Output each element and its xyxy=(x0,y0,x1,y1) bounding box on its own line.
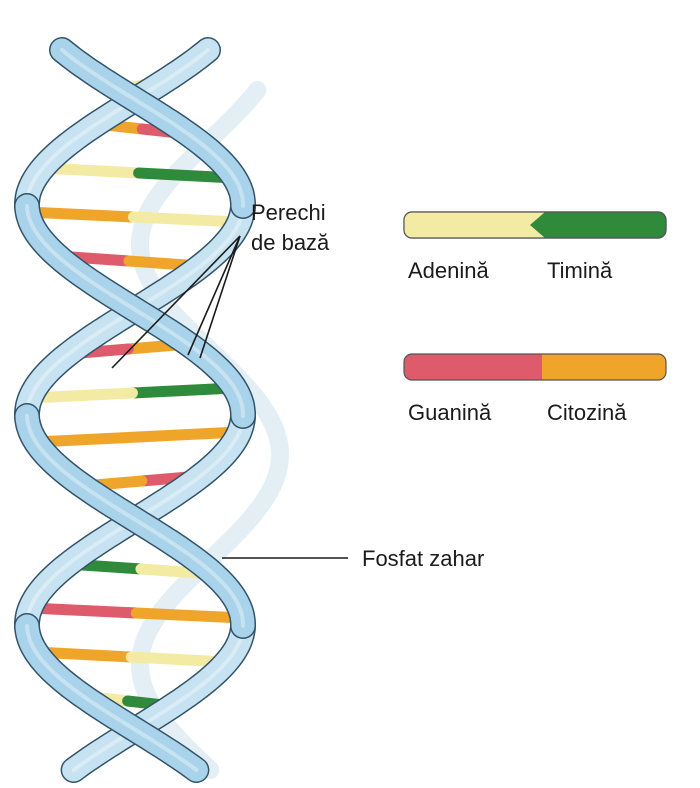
backbone-highlight xyxy=(60,48,245,208)
legend-adenine-label: Adenină xyxy=(408,258,489,283)
backbone-segment xyxy=(15,194,255,428)
backbone-segment xyxy=(15,404,255,638)
sugar-phosphate-backbone-front xyxy=(14,37,256,783)
base-pair-pointer-line xyxy=(111,235,241,369)
backbone-highlight xyxy=(25,48,210,208)
backbone-highlight xyxy=(25,204,245,418)
base-pair-half xyxy=(30,431,144,448)
legend-cytosine-label: Citozină xyxy=(547,400,627,425)
base-pair-pointer-line xyxy=(187,235,241,356)
base-pair-half xyxy=(128,211,245,228)
base-pair-half xyxy=(126,382,241,399)
sugar-phosphate-label: Fosfat zahar xyxy=(362,546,485,571)
backbone-highlight xyxy=(25,414,245,628)
backbone-segment xyxy=(50,38,255,218)
backbone-segment xyxy=(15,38,220,218)
base-pair-half xyxy=(130,607,248,624)
backbone-segment xyxy=(62,614,255,782)
legend-guanine-label: Guanină xyxy=(408,400,492,425)
legend-thymine-label: Timină xyxy=(547,258,613,283)
base-pairs xyxy=(22,74,248,712)
base-pair-pointer-line xyxy=(199,235,241,359)
base-pair-half xyxy=(132,426,245,443)
base-pair-half xyxy=(24,387,138,404)
legend-adenine-thymine-bar xyxy=(403,211,667,239)
base-pair-half xyxy=(24,602,142,619)
legend-guanine-cytosine-bar xyxy=(403,353,667,381)
base-pair-half xyxy=(22,206,140,223)
backbone-highlight xyxy=(71,624,245,772)
base-pairs-label-line1: Perechi xyxy=(251,200,326,225)
backbone-highlight xyxy=(25,624,199,772)
backbone-segment xyxy=(15,614,208,782)
base-pairs-label-line2: de bază xyxy=(251,230,330,255)
